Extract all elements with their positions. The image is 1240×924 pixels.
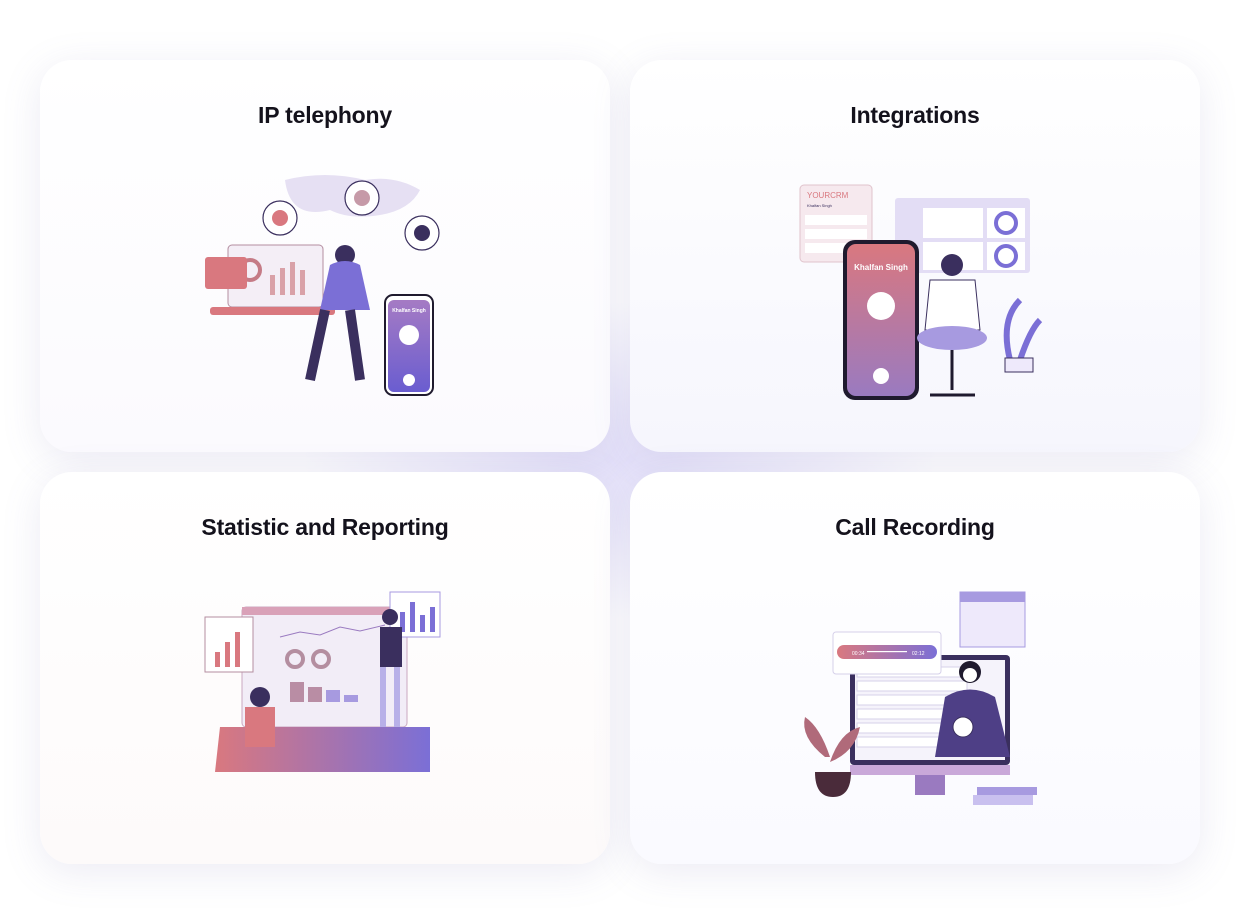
- call-widget: [205, 257, 247, 289]
- elapsed-time[interactable]: 00:34: [852, 651, 865, 657]
- crm-label: YOURCRM: [807, 191, 849, 200]
- crm-contact: Khalfan Singh: [807, 203, 832, 208]
- statistic-reporting-illustration: [204, 591, 441, 772]
- card-title: Statistic and Reporting: [201, 514, 449, 540]
- caller-name: Khalfan Singh: [854, 263, 908, 272]
- feature-card-statistic-reporting[interactable]: Statistic and Reporting: [40, 472, 610, 864]
- feature-card-call-recording[interactable]: Call Recording 00:34 02:12: [630, 472, 1200, 864]
- ip-telephony-illustration: Khalfan Singh: [205, 175, 440, 396]
- card-title: Call Recording: [835, 514, 995, 540]
- feature-card-integrations[interactable]: Integrations YOURCRM Khalfan Singh Khalf…: [630, 60, 1200, 452]
- call-recording-illustration: 00:34 02:12: [804, 591, 1037, 805]
- card-title: Integrations: [850, 102, 980, 128]
- card-title: IP telephony: [258, 102, 392, 128]
- feature-card-ip-telephony[interactable]: IP telephony Khalfan Singh: [40, 60, 610, 452]
- integrations-illustration: YOURCRM Khalfan Singh Khalfan Singh: [799, 184, 1043, 400]
- caller-name: Khalfan Singh: [392, 308, 426, 314]
- total-duration: 02:12: [912, 651, 925, 657]
